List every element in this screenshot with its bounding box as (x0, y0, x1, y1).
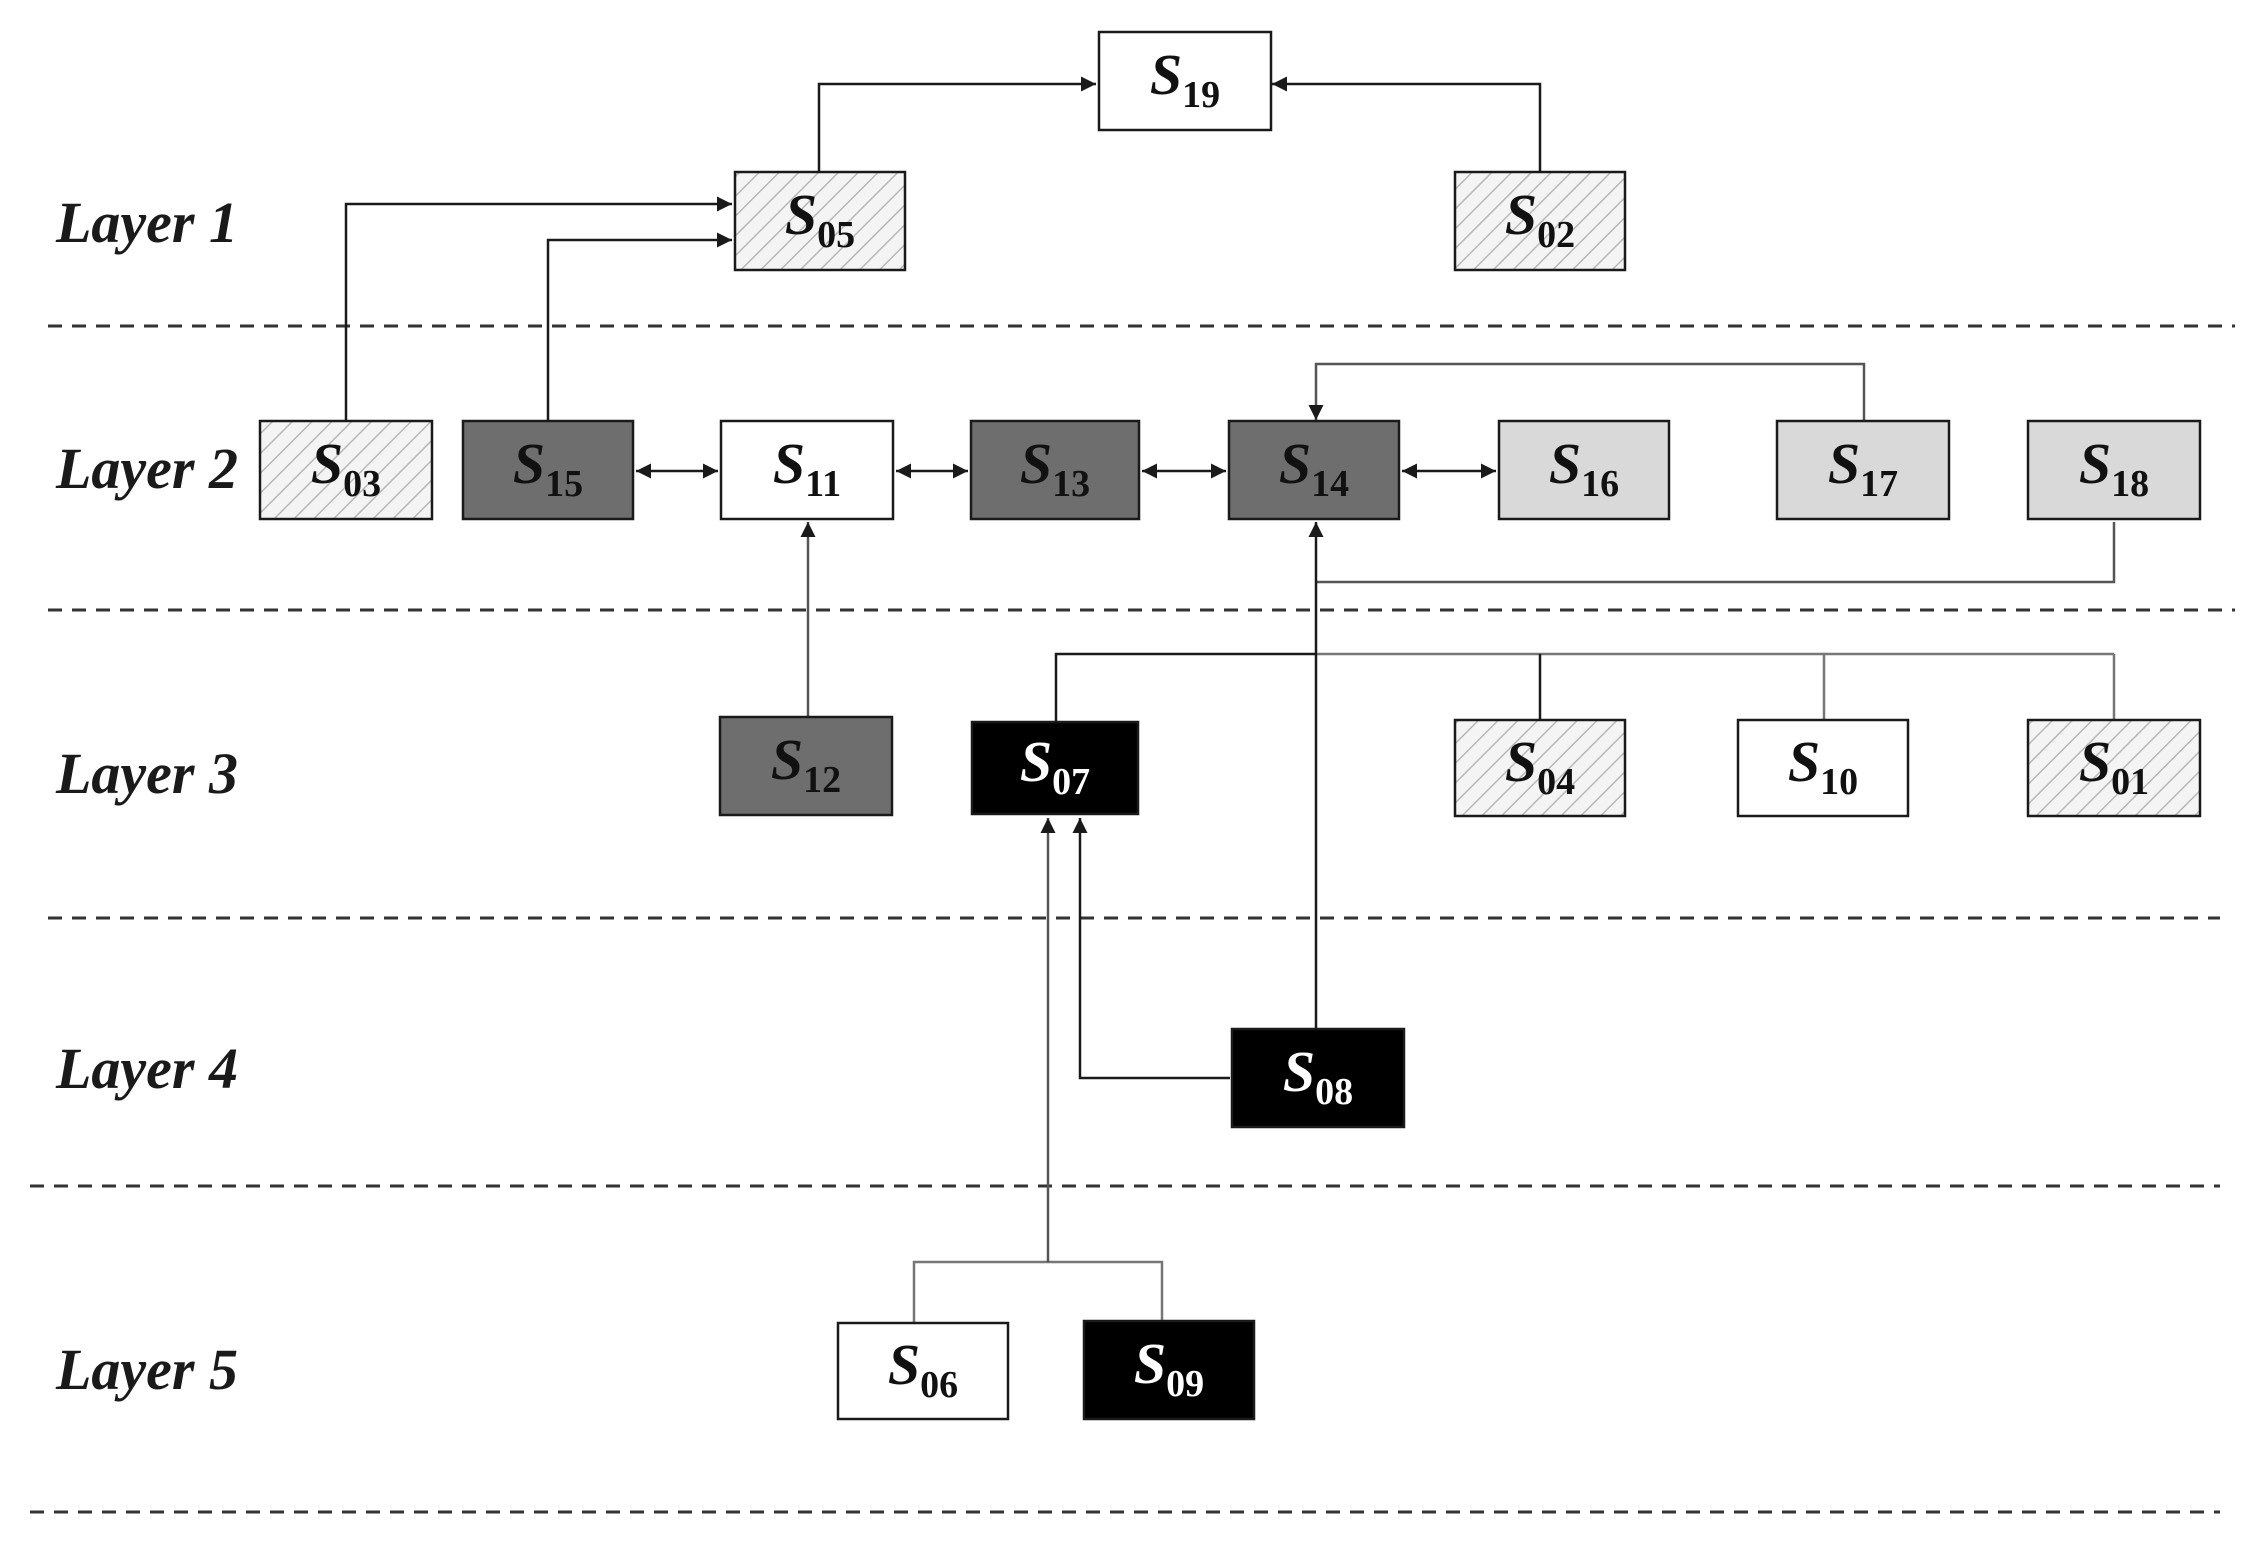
svg-text:S02: S02 (1505, 182, 1575, 255)
svg-text:S19: S19 (1150, 42, 1220, 115)
svg-text:S12: S12 (771, 727, 841, 800)
node-s11: S11 (719, 419, 895, 521)
node-s04: S04 (1453, 718, 1627, 818)
svg-text:S11: S11 (773, 431, 841, 504)
svg-text:S16: S16 (1549, 431, 1619, 504)
node-s01: S01 (2026, 718, 2202, 818)
svg-text:S13: S13 (1020, 431, 1090, 504)
layer-label-1: Layer 1 (55, 190, 238, 255)
node-s02: S02 (1453, 170, 1627, 272)
node-s06: S06 (836, 1321, 1010, 1421)
layer-label-3: Layer 3 (55, 741, 238, 806)
svg-text:S03: S03 (311, 431, 381, 504)
connectors (344, 76, 2116, 1322)
edge-s05-s19 (817, 76, 1096, 172)
node-s17: S17 (1775, 419, 1951, 521)
node-s18: S18 (2026, 419, 2202, 521)
svg-text:S18: S18 (2079, 431, 2149, 504)
svg-text:S07: S07 (1020, 729, 1090, 802)
node-s07: S07 (970, 720, 1140, 816)
svg-text:S04: S04 (1505, 729, 1575, 802)
layer-separators (30, 324, 2235, 1514)
layer-label-4: Layer 4 (55, 1036, 238, 1101)
svg-text:S06: S06 (888, 1332, 958, 1405)
svg-text:S08: S08 (1283, 1039, 1353, 1112)
svg-text:S09: S09 (1134, 1331, 1204, 1404)
node-s09: S09 (1082, 1319, 1256, 1421)
layer-labels: Layer 1 Layer 2 Layer 3 Layer 4 Layer 5 (55, 190, 238, 1402)
edge-s07-s14 (1054, 652, 1316, 722)
edge-s02-s19 (1272, 76, 1542, 172)
svg-text:S15: S15 (513, 431, 583, 504)
nodes: S19 S05 S02 S03 S15 S11 S13 S14 S16 S17 … (258, 30, 2202, 1421)
node-s03: S03 (258, 419, 434, 521)
node-s08: S08 (1230, 1027, 1406, 1129)
layer-label-5: Layer 5 (55, 1337, 238, 1402)
edge-s09-s07 (1048, 1260, 1164, 1322)
node-s15: S15 (461, 419, 635, 521)
edge-s06-s07 (912, 1260, 1048, 1322)
edge-s08-s07 (1072, 818, 1230, 1080)
node-s14: S14 (1227, 419, 1401, 521)
node-s12: S12 (718, 715, 894, 817)
node-s10: S10 (1736, 718, 1910, 818)
edge-s15-s05 (546, 232, 732, 420)
layer-label-2: Layer 2 (55, 436, 238, 501)
edge-s03-s05 (344, 196, 732, 420)
edge-s18-s14 (1316, 522, 2116, 584)
svg-text:S17: S17 (1828, 431, 1898, 504)
svg-text:S01: S01 (2079, 729, 2149, 802)
node-s19: S19 (1097, 30, 1273, 132)
svg-text:S10: S10 (1788, 729, 1858, 802)
edge-s17-s14 (1308, 362, 1866, 420)
node-s13: S13 (969, 419, 1141, 521)
svg-text:S05: S05 (785, 182, 855, 255)
node-s05: S05 (733, 170, 907, 272)
node-s16: S16 (1497, 419, 1671, 521)
svg-text:S14: S14 (1279, 431, 1349, 504)
